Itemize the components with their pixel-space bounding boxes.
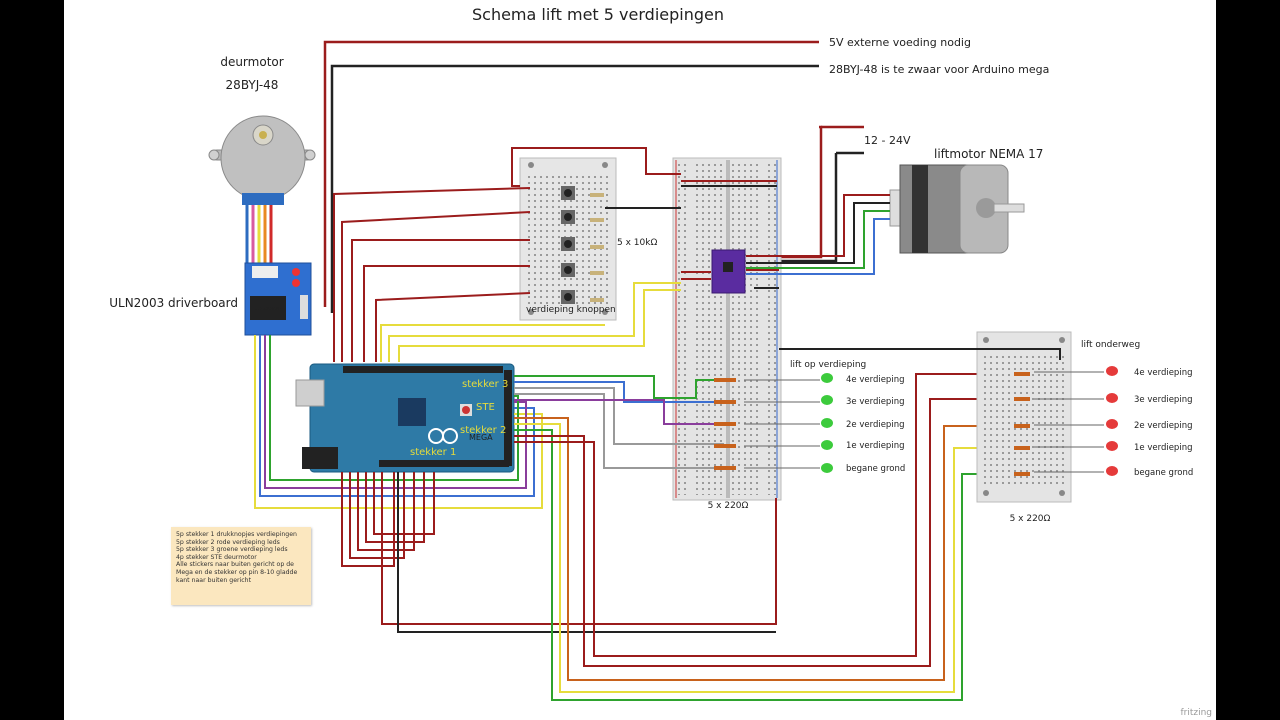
nema-wires	[746, 194, 890, 275]
lift-motor-label: liftmotor NEMA 17	[934, 147, 1043, 161]
uln-chip-text: ULN2003APG	[255, 306, 282, 311]
sticky-note-line: kant naar buiten gericht	[176, 576, 252, 584]
arduino-stekker3: stekker 3	[462, 379, 508, 390]
main-board-section-label: lift op verdieping	[790, 360, 866, 370]
uln2003-board: ULN2003APG	[244, 262, 312, 336]
door-motor-model: 28BYJ-48	[226, 78, 279, 92]
main-board-led-legs	[744, 379, 820, 469]
arduino-stekker2: stekker 2	[460, 425, 506, 436]
push-buttons	[561, 186, 575, 304]
stepper-motor-icon	[208, 115, 316, 205]
stepper-driver-module	[711, 249, 746, 294]
sticky-note-line: 5p stekker 2 rode verdieping leds	[176, 538, 280, 546]
second-board-section-label: lift onderweg	[1081, 340, 1140, 350]
second-board-resistor-label: 5 x 220Ω	[1010, 514, 1051, 524]
motor-wires	[245, 205, 273, 270]
door-motor-label: deurmotor	[220, 55, 283, 69]
arduino-mega: MEGA	[295, 363, 515, 473]
green-led-begane-grond: begane grond	[846, 464, 905, 474]
main-board-wires	[681, 180, 779, 289]
sticky-note-line: Alle stickers naar buiten gericht op de	[176, 561, 294, 569]
green-led-wires	[514, 375, 724, 469]
second-board-resistors	[1014, 372, 1030, 476]
button-resistor-label: 5 x 10kΩ	[617, 238, 657, 248]
sticky-note-line: 5p stekker 1 drukknopjes verdiepingen	[176, 531, 297, 538]
button-wires	[333, 147, 681, 362]
sticky-note: 5p stekker 1 drukknopjes verdiepingen 5p…	[171, 527, 311, 605]
sticky-note-line: 5p stekker 3 groene verdieping leds	[176, 546, 288, 554]
button-board-label: verdieping knoppen	[526, 305, 616, 315]
lift-motor-supply: 12 - 24V	[864, 134, 911, 147]
red-led-1e: 1e verdieping	[1134, 443, 1192, 453]
green-led-3e: 3e verdieping	[846, 397, 904, 407]
red-led-begane-grond: begane grond	[1134, 468, 1193, 478]
main-board-resistor-label: 5 x 220Ω	[708, 501, 749, 511]
schematic-canvas: Schema lift met 5 verdiepingen 5V extern…	[64, 0, 1216, 720]
green-led-1e: 1e verdieping	[846, 441, 904, 451]
mega-logo: MEGA	[469, 433, 493, 442]
uln-wires	[254, 335, 543, 509]
warning-note: 28BYJ-48 is te zwaar voor Arduino mega	[829, 63, 1049, 76]
arduino-stekker1: stekker 1	[410, 447, 456, 458]
second-board-led-legs	[1034, 371, 1104, 473]
sticky-note-line: 4p stekker STE deurmotor	[176, 553, 257, 561]
schematic-drawing: Schema lift met 5 verdiepingen 5V extern…	[109, 5, 1193, 701]
to-second-board-wires	[381, 373, 987, 701]
sticky-note-line: Mega en de stekker op pin 8-10 gladde	[176, 568, 298, 576]
red-led-3e: 3e verdieping	[1134, 395, 1192, 405]
red-leds	[1106, 366, 1118, 476]
red-led-2e: 2e verdieping	[1134, 421, 1192, 431]
second-breadboard	[976, 331, 1072, 503]
nema17-motor-icon	[889, 164, 1025, 254]
button-resistors	[590, 193, 604, 302]
red-led-4e: 4e verdieping	[1134, 368, 1192, 378]
main-breadboard	[672, 157, 782, 501]
green-led-4e: 4e verdieping	[846, 375, 904, 385]
arduino-ste: STE	[476, 402, 495, 413]
led-bus-wires	[341, 472, 435, 567]
fritzing-watermark: fritzing	[1180, 708, 1212, 718]
power-note: 5V externe voeding nodig	[829, 36, 971, 49]
diagram-title: Schema lift met 5 verdiepingen	[472, 5, 724, 24]
green-led-2e: 2e verdieping	[846, 420, 904, 430]
uln-board-label: ULN2003 driverboard	[109, 296, 238, 310]
green-leds	[821, 373, 833, 473]
main-board-resistors	[714, 378, 736, 470]
supply-wires	[323, 40, 864, 313]
ground-wire-second-board	[779, 348, 1061, 360]
